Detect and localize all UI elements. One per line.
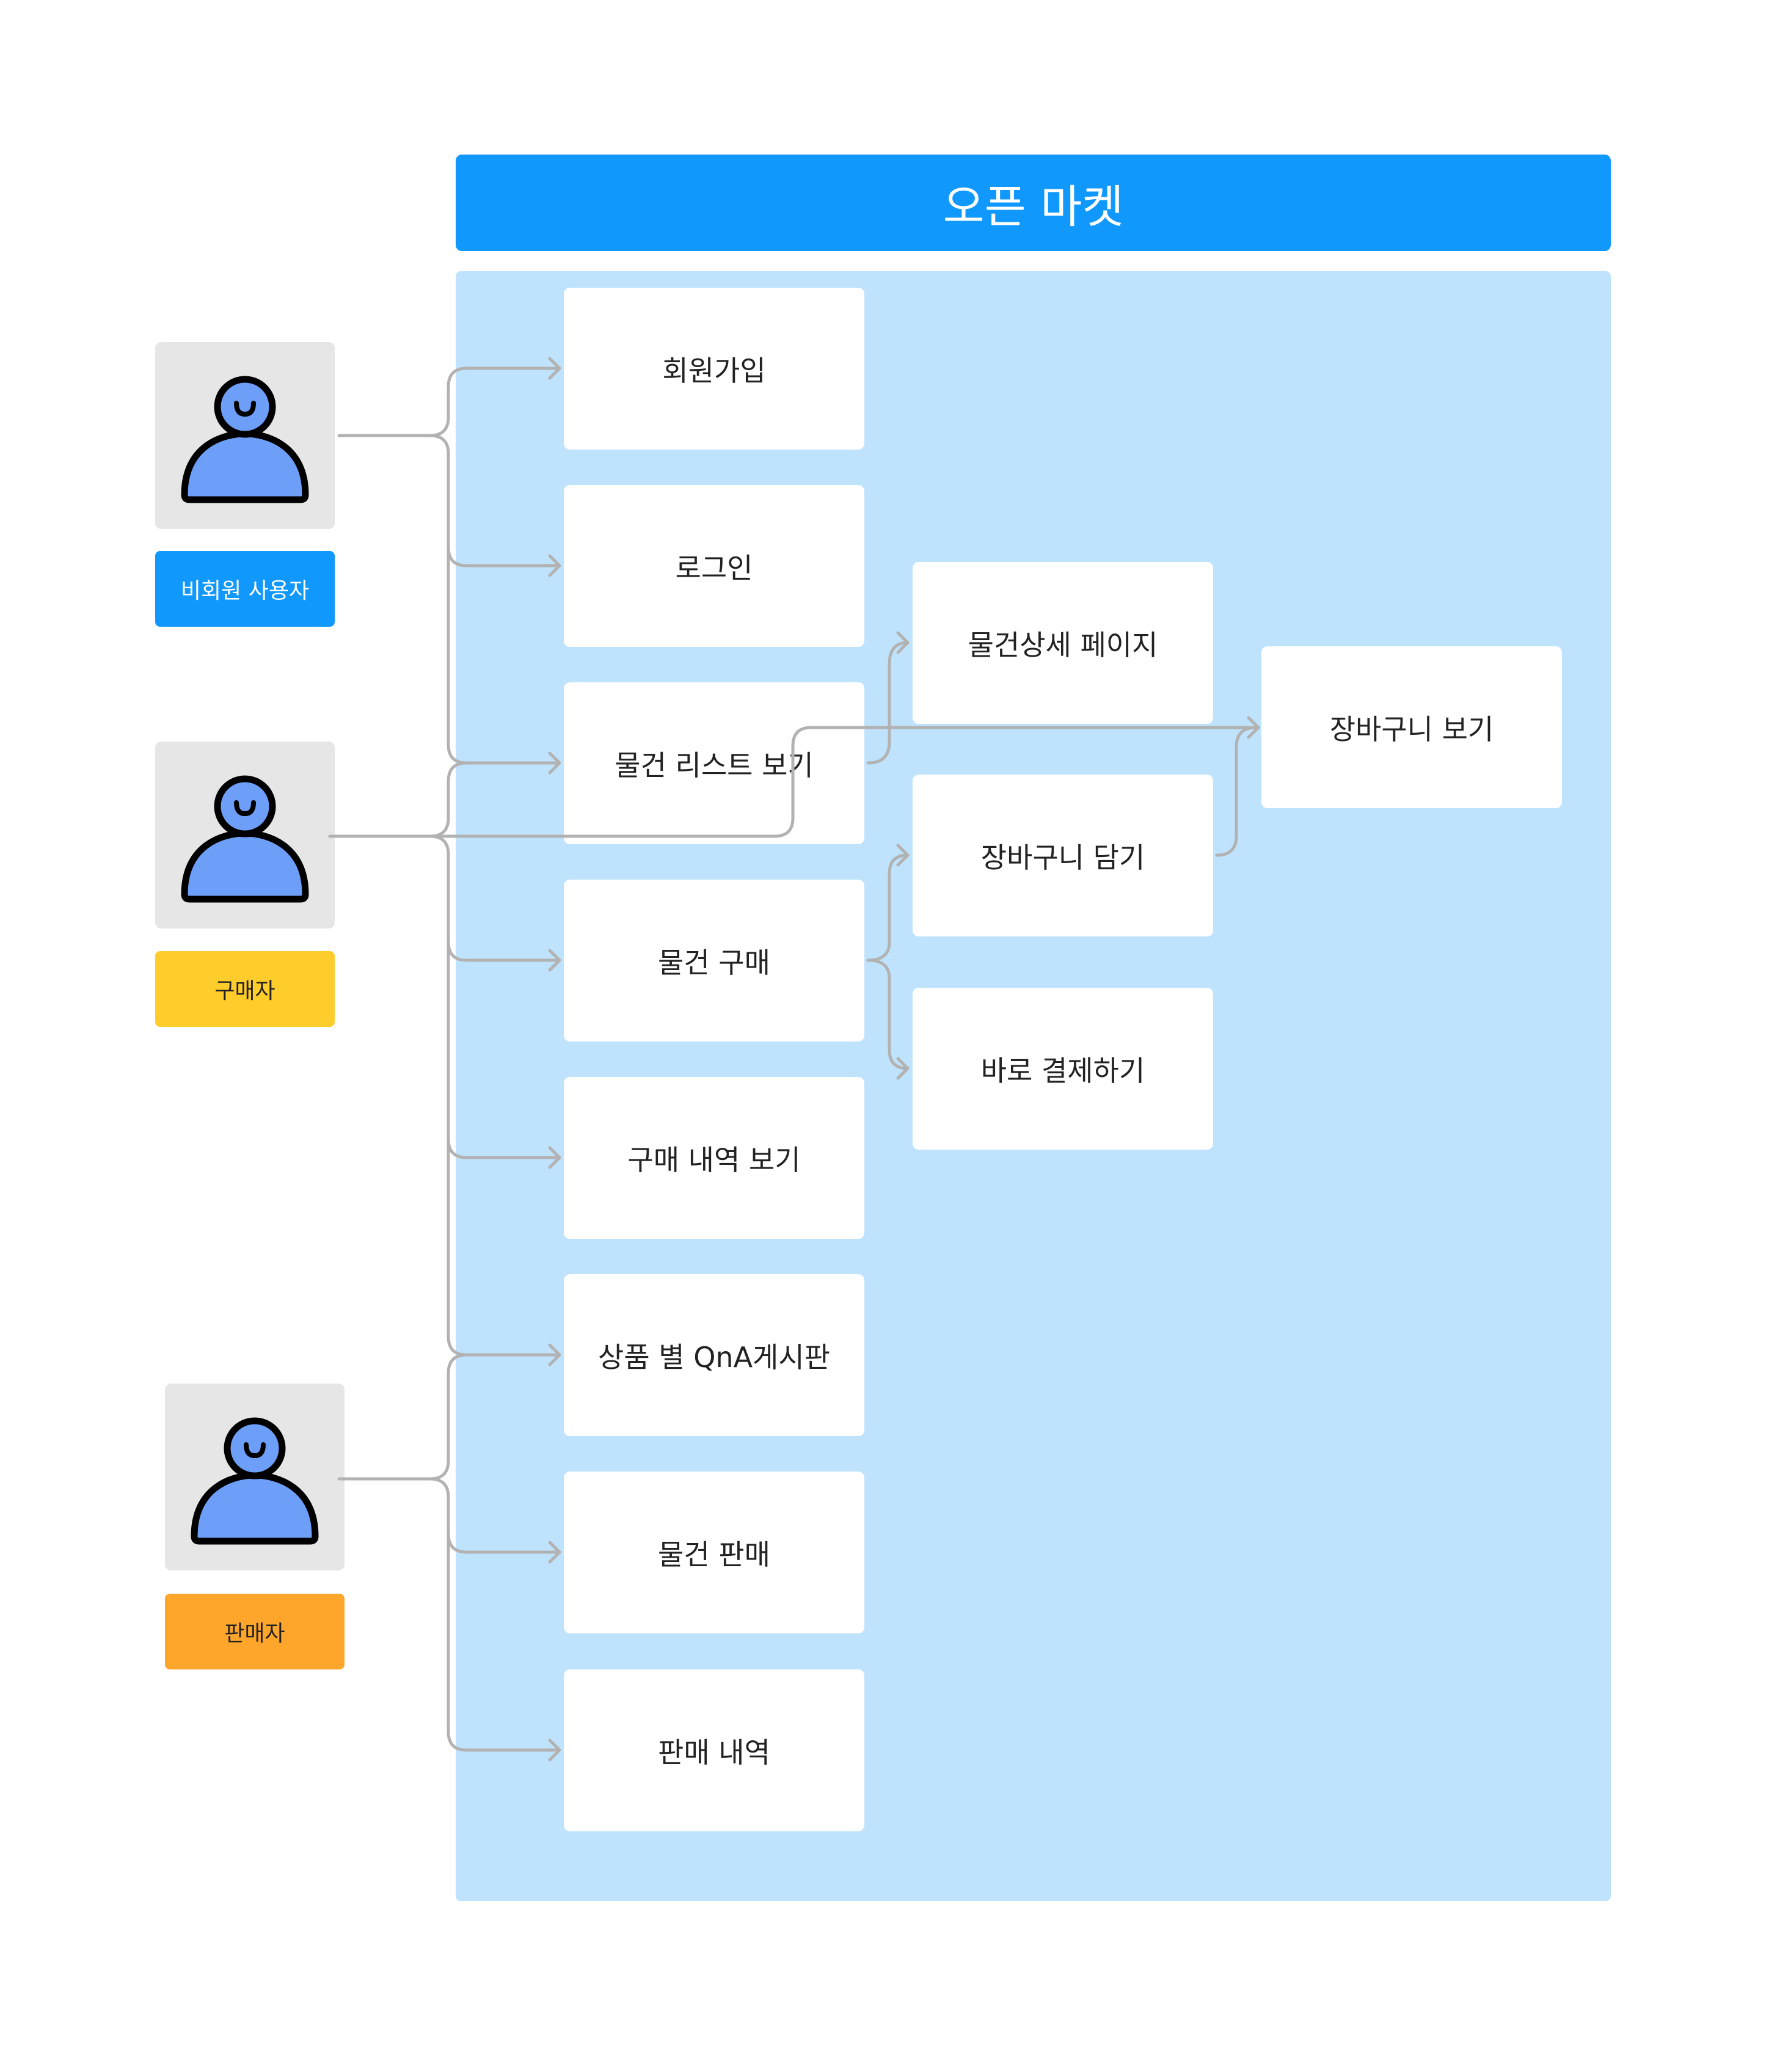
feature-purchase-history: 구매 내역 보기	[564, 1077, 864, 1239]
connector-buyer-trunk	[328, 761, 469, 838]
feature-add-to-cart: 장바구니 담기	[913, 775, 1213, 936]
feature-purchase: 물건 구매	[564, 880, 864, 1041]
role-label-buyer: 구매자	[155, 951, 335, 1027]
diagram-title: 오픈 마켓	[456, 155, 1611, 251]
feature-item-list: 물건 리스트 보기	[564, 682, 864, 844]
feature-sell: 물건 판매	[564, 1472, 864, 1633]
feature-sales-history: 판매 내역	[564, 1669, 864, 1831]
feature-signup: 회원가입	[564, 288, 864, 450]
seller-avatar	[165, 1384, 345, 1570]
connector-seller-trunk	[337, 1353, 469, 1481]
buyer-avatar	[155, 742, 335, 928]
feature-login: 로그인	[564, 485, 864, 647]
feature-qna-board: 상품 별 QnA게시판	[564, 1274, 864, 1436]
guest-avatar	[155, 342, 335, 529]
role-label-seller: 판매자	[165, 1594, 345, 1669]
feature-view-cart: 장바구니 보기	[1261, 646, 1562, 808]
person-icon	[191, 1417, 319, 1545]
role-label-guest: 비회원 사용자	[155, 551, 335, 627]
person-icon	[181, 376, 309, 503]
feature-buy-now: 바로 결제하기	[913, 988, 1213, 1150]
feature-item-detail: 물건상세 페이지	[913, 562, 1213, 724]
person-icon	[181, 775, 309, 903]
